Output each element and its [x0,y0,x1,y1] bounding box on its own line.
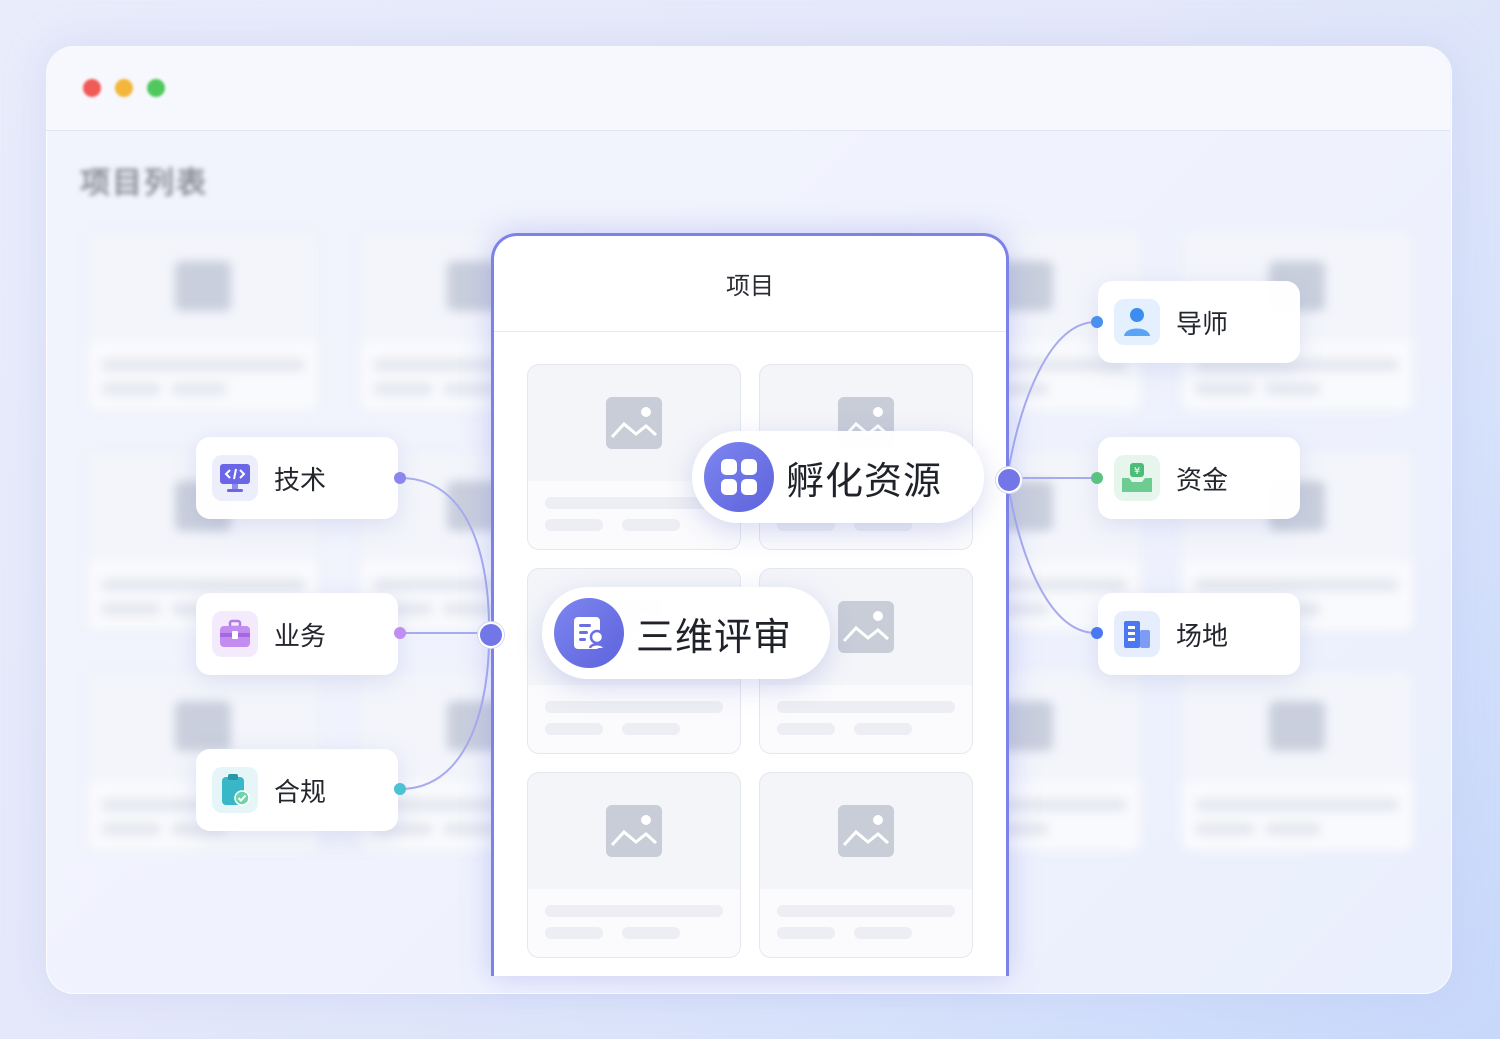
connector-line-mentor [1006,321,1097,479]
connector-line-venue [1006,477,1097,634]
person-icon [1114,299,1160,345]
background-card [86,230,320,412]
close-dot[interactable] [83,79,101,97]
panel-title: 项目 [726,272,774,300]
tag-compliance-connector-dot [394,783,406,795]
briefcase-icon [212,611,258,657]
incubation-resources-label: 孵化资源 [786,458,943,503]
money-box-icon: ¥ [1114,455,1160,501]
project-card[interactable] [759,772,973,958]
tag-funding-label: 资金 [1176,465,1229,496]
svg-text:¥: ¥ [1134,466,1140,477]
tag-technology-connector-dot [394,472,406,484]
review-document-icon [554,598,624,668]
three-dimensional-review-pill[interactable]: 三维评审 [542,587,830,679]
tag-business-label: 业务 [274,621,327,652]
connector-line-compliance [399,632,491,790]
zoom-dot[interactable] [147,79,165,97]
tag-funding[interactable]: ¥ 资金 [1098,437,1300,519]
clipboard-check-icon [212,767,258,813]
background-card [1180,670,1414,852]
tag-mentor[interactable]: 导师 [1098,281,1300,363]
page-title: 项目列表 [80,166,208,201]
window-titlebar [46,46,1450,131]
left-hub-dot [478,622,504,648]
image-placeholder-icon [606,397,662,449]
tag-funding-connector-dot [1091,472,1103,484]
tag-mentor-connector-dot [1091,316,1103,328]
building-icon [1114,611,1160,657]
incubation-resources-pill[interactable]: 孵化资源 [692,431,984,523]
image-placeholder-icon [838,805,894,857]
code-monitor-icon [212,455,258,501]
tag-venue-connector-dot [1091,627,1103,639]
connector-line-tech [399,477,491,634]
panel-header: 项目 [494,236,1006,332]
tag-business[interactable]: 业务 [196,593,398,675]
tag-technology[interactable]: 技术 [196,437,398,519]
project-card[interactable] [759,568,973,754]
tag-venue-label: 场地 [1176,621,1229,652]
tag-mentor-label: 导师 [1176,309,1229,340]
tag-venue[interactable]: 场地 [1098,593,1300,675]
project-card[interactable] [527,772,741,958]
three-dimensional-review-label: 三维评审 [636,614,793,659]
image-placeholder-icon [838,601,894,653]
tag-technology-label: 技术 [274,465,327,496]
tag-compliance[interactable]: 合规 [196,749,398,831]
minimize-dot[interactable] [115,79,133,97]
right-hub-dot [996,467,1022,493]
tag-compliance-label: 合规 [274,777,327,808]
image-placeholder-icon [606,805,662,857]
four-squares-icon [704,442,774,512]
tag-business-connector-dot [394,627,406,639]
